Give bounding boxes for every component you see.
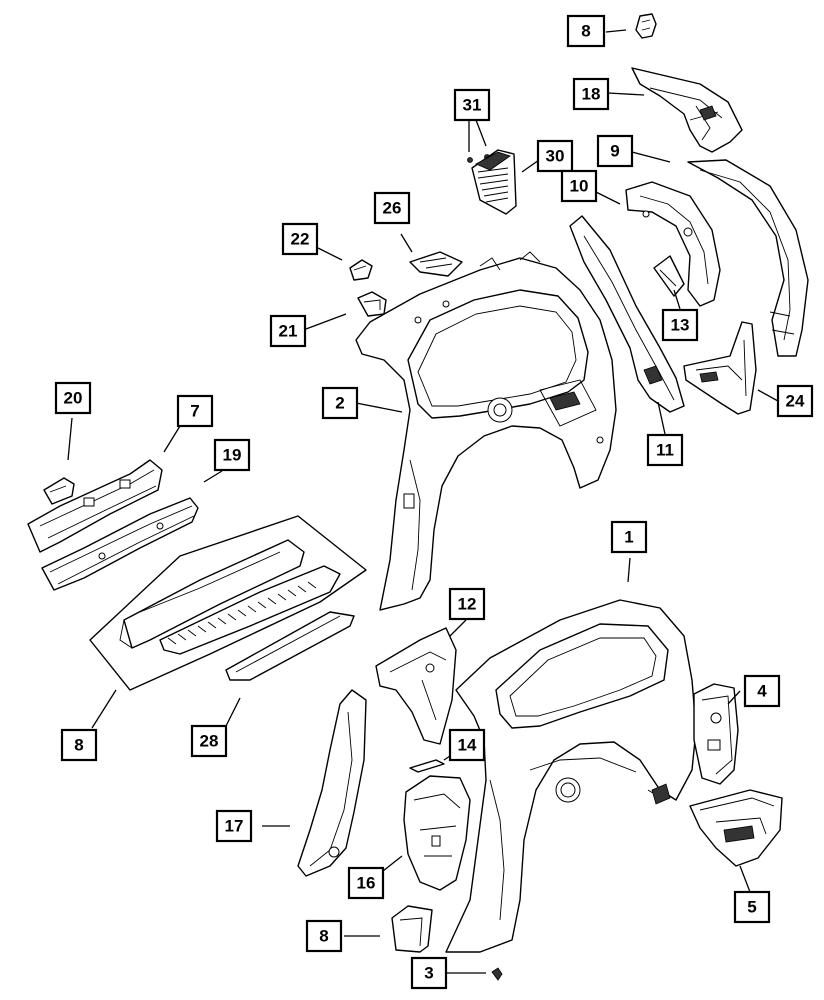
callout-14-label: 14 — [458, 736, 477, 755]
part-2-inner-quarter-panel — [355, 251, 617, 611]
part-8-floor-pan-group — [89, 515, 367, 691]
part-16-lower-panel — [403, 775, 471, 891]
callout-3-label: 3 — [424, 964, 433, 983]
callout-14: 14 — [448, 728, 486, 762]
callout-18-label: 18 — [582, 85, 601, 104]
part-10-wheelhouse-inner — [625, 181, 721, 307]
part-4-lamp-pocket — [693, 683, 739, 785]
callout-19: 19 — [213, 438, 251, 472]
callout-9: 9 — [596, 134, 634, 168]
callout-8-floor: 8 — [60, 728, 98, 762]
callout-24: 24 — [776, 384, 814, 418]
callout-11: 11 — [646, 433, 684, 467]
part-19-rail — [41, 497, 199, 591]
part-9-wheelhouse-outer — [687, 159, 809, 357]
part-28-crossmember — [225, 611, 355, 681]
callout-10-label: 10 — [570, 177, 589, 196]
callout-20: 20 — [54, 381, 92, 415]
callout-11-label: 11 — [656, 441, 674, 460]
callout-22-label: 8 — [581, 22, 590, 41]
part-3-pin — [491, 967, 503, 981]
part-8-extension — [391, 905, 433, 953]
part-21-bracket — [357, 291, 387, 317]
part-13-gusset — [653, 255, 685, 297]
callout-26-label: 26 — [383, 199, 402, 218]
part-11-pillar — [569, 215, 685, 413]
callout-26: 26 — [373, 191, 411, 225]
callout-22: 8 — [566, 14, 606, 48]
callout-4: 4 — [743, 674, 781, 708]
callout-13-label: 13 — [671, 316, 690, 335]
callout-9-label: 9 — [610, 142, 619, 161]
callout-5: 5 — [733, 890, 771, 924]
part-14-clip — [409, 759, 445, 773]
callout-20-label: 20 — [64, 389, 83, 408]
part-30-vent — [471, 149, 517, 215]
part-5-extension — [689, 789, 783, 867]
callout-30: 30 — [536, 139, 574, 173]
part-7-rail — [27, 459, 163, 553]
callout-1: 1 — [610, 520, 648, 554]
callout-12: 12 — [448, 587, 486, 621]
callout-16-label: 16 — [357, 874, 376, 893]
callout-16: 16 — [347, 866, 385, 900]
part-18-bracket — [631, 67, 743, 153]
callout-2: 2 — [321, 386, 359, 420]
part-23-bracket — [349, 259, 373, 281]
callout-8-lower-label: 8 — [319, 927, 328, 946]
callout-10: 10 — [560, 169, 598, 203]
part-26-bracket — [409, 251, 463, 277]
callout-4-label: 4 — [757, 682, 767, 701]
part-12-bracket — [375, 627, 457, 745]
callout-8-floor-label: 8 — [74, 736, 83, 755]
callout-30-label: 30 — [546, 147, 565, 166]
callout-31-label: 31 — [463, 96, 482, 115]
callout-13: 13 — [661, 308, 699, 342]
callout-19-label: 19 — [223, 446, 242, 465]
part-1-outer-quarter-panel — [445, 599, 697, 953]
part-17-pillar-inner — [297, 689, 367, 877]
callout-8-lower: 8 — [305, 919, 343, 953]
callout-17: 17 — [215, 809, 253, 843]
part-20-bracket — [43, 477, 75, 505]
part-24-panel — [683, 321, 757, 415]
callout-21-label: 21 — [279, 322, 298, 341]
callout-12-label: 12 — [458, 595, 477, 614]
callout-3: 3 — [410, 956, 448, 990]
callout-28-label: 28 — [200, 732, 219, 751]
callout-7: 7 — [176, 394, 214, 428]
callout-2-label: 2 — [335, 394, 344, 413]
callout-18: 18 — [572, 77, 610, 111]
callout-5-label: 5 — [747, 898, 756, 917]
callout-28: 28 — [190, 724, 228, 758]
callout-1-label: 1 — [624, 528, 633, 547]
callout-7-label: 7 — [190, 402, 199, 421]
callout-21: 21 — [269, 314, 307, 348]
callout-23: 22 — [281, 222, 319, 256]
callout-23-label: 22 — [291, 230, 310, 249]
callout-24-label: 24 — [786, 392, 805, 411]
part-22-clip — [635, 13, 657, 39]
leader-lines — [67, 29, 779, 974]
callout-17-label: 17 — [225, 817, 244, 836]
callout-31: 31 — [453, 88, 491, 122]
